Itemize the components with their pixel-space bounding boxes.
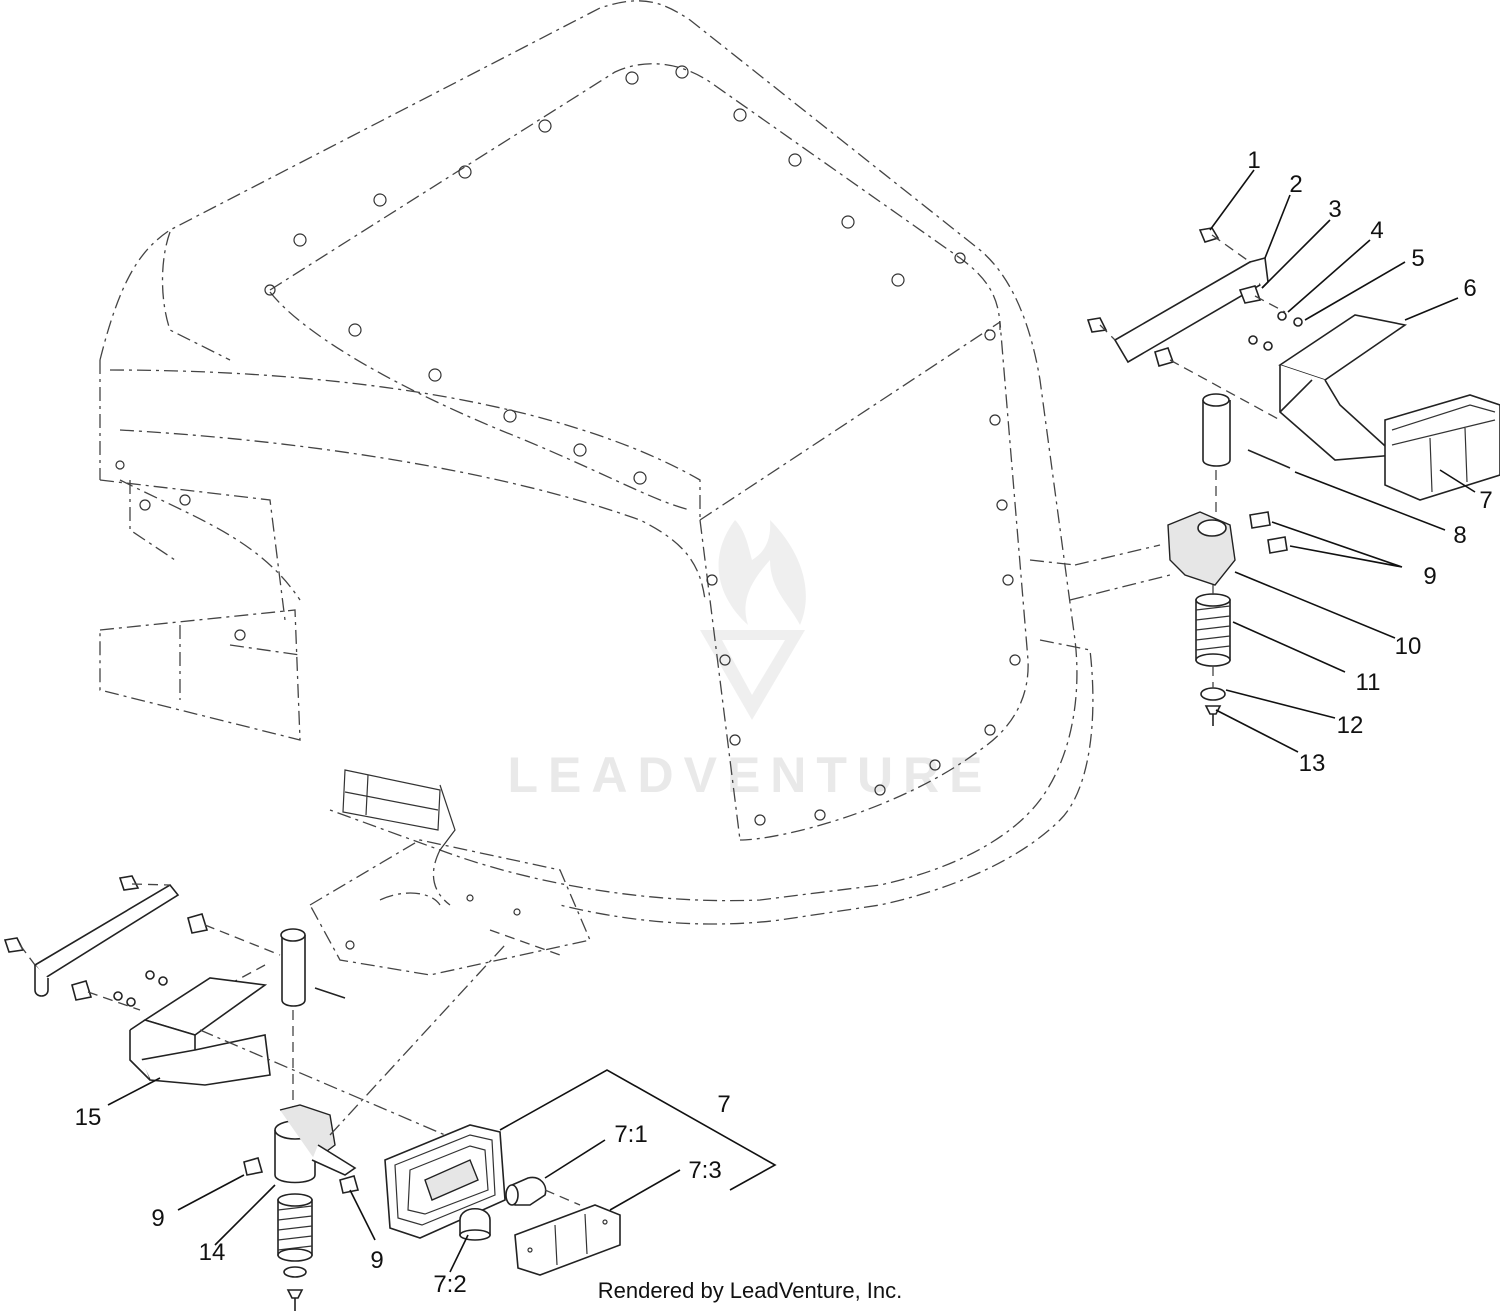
right-washer (1200, 687, 1226, 701)
callout-8: 8 (1453, 522, 1466, 549)
callout-7-group: 7 (717, 1091, 730, 1118)
tail-light-bulb-1 (505, 1176, 547, 1206)
callout-2: 2 (1289, 171, 1302, 198)
hood-decal (342, 769, 456, 851)
bulb-centerline (544, 1189, 581, 1206)
callout-13: 13 (1299, 750, 1326, 777)
callout-10: 10 (1395, 633, 1422, 660)
right-tail-light (1384, 394, 1500, 501)
right-pivot-pin (1202, 393, 1291, 515)
callout-12: 12 (1337, 712, 1364, 739)
callout-9-left-a: 9 (151, 1205, 164, 1232)
callout-7-right: 7 (1479, 487, 1492, 514)
right-spring (1195, 593, 1231, 667)
left-bracket-assembly (3, 875, 281, 1011)
right-screw (1204, 705, 1222, 726)
callout-15: 15 (75, 1104, 102, 1131)
callout-labels: 1 2 3 4 5 6 7 8 9 10 11 12 13 15 7 7:1 7… (75, 147, 1493, 1298)
callout-14: 14 (199, 1239, 226, 1266)
right-bracket-assembly (1086, 227, 1303, 421)
left-arm-centerline (199, 1029, 446, 1136)
leader-lines (107, 169, 1476, 1273)
callout-9-left-b: 9 (370, 1247, 383, 1274)
callout-7-3: 7:3 (688, 1157, 721, 1184)
callout-3: 3 (1328, 196, 1341, 223)
callout-7-1: 7:1 (614, 1121, 647, 1148)
left-arm-centerline-2 (329, 944, 506, 1136)
hood-rivets (264, 65, 1021, 826)
tail-light-bulb-2 (459, 1207, 491, 1241)
watermark-text: LEADVENTURE (507, 747, 992, 803)
hood-outline (99, 0, 1171, 925)
callout-6: 6 (1463, 275, 1476, 302)
tail-light-lens (514, 1204, 621, 1276)
callout-4: 4 (1370, 217, 1383, 244)
right-pivot-bracket (1167, 511, 1288, 586)
callout-11: 11 (1356, 669, 1381, 696)
callout-9-right: 9 (1423, 563, 1436, 590)
callout-7-2: 7:2 (433, 1271, 466, 1298)
left-pivot-bracket (243, 1104, 360, 1194)
right-step-plate (1278, 314, 1408, 461)
group-7-bracket (499, 1069, 777, 1191)
frame-outline (99, 460, 591, 976)
callout-5: 5 (1411, 245, 1424, 272)
left-spring (277, 1193, 313, 1311)
footer-credit: Rendered by LeadVenture, Inc. (598, 1278, 903, 1303)
leadventure-watermark-logo (700, 520, 806, 720)
left-step-plate (129, 977, 271, 1086)
callout-1: 1 (1247, 147, 1260, 174)
